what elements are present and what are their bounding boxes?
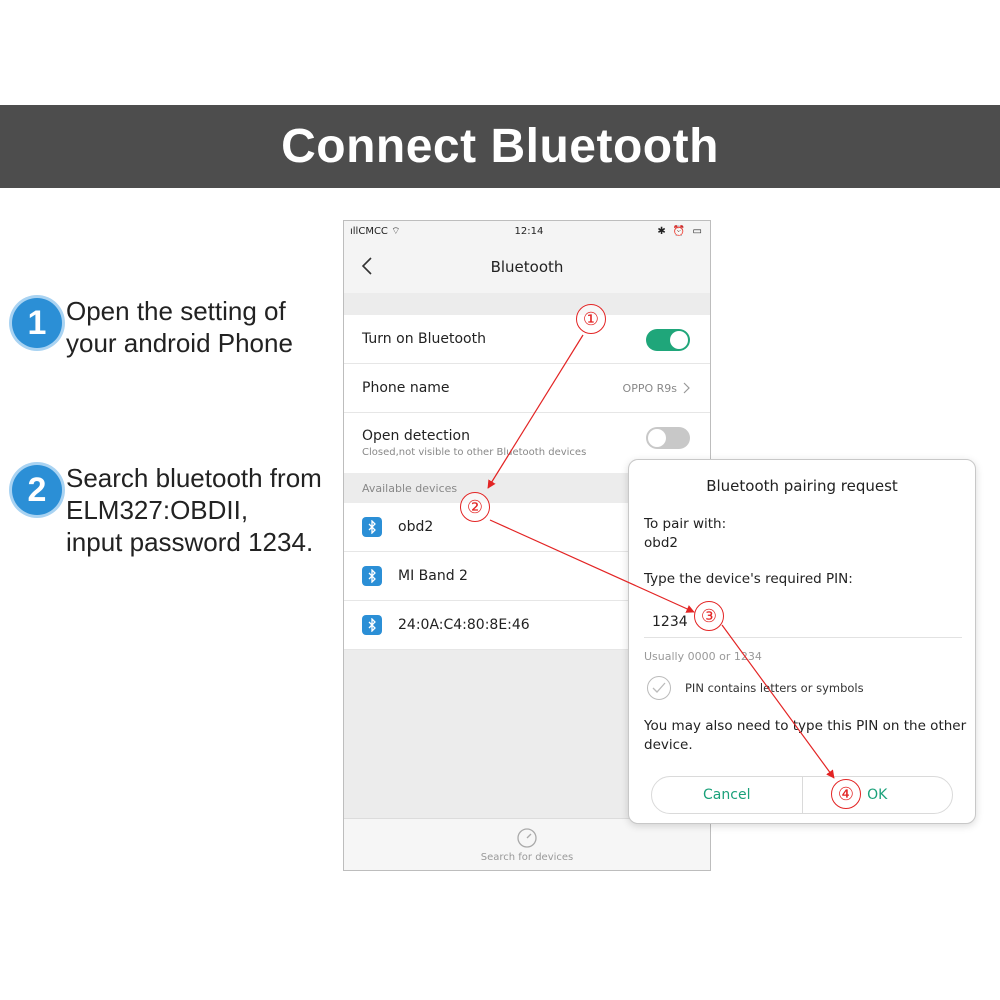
open-detection-toggle[interactable] [646,427,690,449]
turn-on-bluetooth-row: Turn on Bluetooth [344,315,710,364]
bluetooth-toggle[interactable] [646,329,690,351]
turn-on-bluetooth-label: Turn on Bluetooth [362,331,486,347]
pin-hint: Usually 0000 or 1234 [644,650,762,663]
dialog-note: You may also need to type this PIN on th… [644,718,967,753]
phone-name-value: OPPO R9s [623,382,690,395]
step-number-badge: 1 [12,298,62,348]
settings-group: Turn on Bluetooth Phone name OPPO R9s Op… [344,315,710,473]
open-detection-row: Open detection Closed,not visible to oth… [344,413,710,473]
step-number-badge: 2 [12,465,62,515]
to-pair-device: obd2 [644,535,678,551]
clock: 12:14 [514,225,544,237]
signal-icon: ıll [350,225,359,237]
pin-prompt-label: Type the device's required PIN: [644,571,853,587]
chevron-right-icon [683,382,690,394]
step-marker-1: ① [576,304,606,334]
status-bar: ıllCMCC ⌔ 12:14 ✱ ⏰ ▭ [344,221,710,241]
open-detection-label: Open detection [362,428,470,444]
checkbox-label: PIN contains letters or symbols [685,681,864,695]
device-item[interactable]: MI Band 2 [344,552,710,601]
checkmark-icon [647,676,671,700]
search-for-devices-label: Search for devices [480,851,574,863]
device-name: MI Band 2 [398,568,468,584]
device-name: obd2 [398,519,434,535]
step-marker-2: ② [460,492,490,522]
bluetooth-icon [362,615,382,635]
device-name: 24:0A:C4:80:8E:46 [398,617,530,633]
phone-name-label: Phone name [362,380,450,396]
device-item[interactable]: 24:0A:C4:80:8E:46 [344,601,710,650]
nav-bar: Bluetooth [344,241,710,293]
cancel-button[interactable]: Cancel [652,777,803,813]
step-instruction: Search bluetooth from ELM327:OBDII, inpu… [66,463,322,557]
search-devices-icon [517,827,537,848]
pin-letters-checkbox[interactable]: PIN contains letters or symbols [647,676,864,700]
back-arrow-icon[interactable] [358,254,378,278]
step-2: 2 Search bluetooth from ELM327:OBDII, in… [12,462,322,558]
step-instruction: Open the setting of your android Phone [66,296,293,358]
pin-input[interactable]: 1234 [644,606,962,638]
banner: Connect Bluetooth [0,105,1000,188]
search-for-devices-button[interactable]: Search for devices [344,818,710,870]
banner-title: Connect Bluetooth [281,120,719,173]
pairing-dialog: Bluetooth pairing request To pair with: … [628,459,976,824]
status-icons: ✱ ⏰ ▭ [657,225,704,237]
step-1: 1 Open the setting of your android Phone [12,295,293,359]
wifi-icon: ⌔ [391,225,401,237]
bluetooth-icon [362,517,382,537]
dialog-title: Bluetooth pairing request [706,477,898,495]
dialog-button-bar: Cancel OK [651,776,953,814]
ok-button[interactable]: OK [867,787,888,803]
open-detection-subtitle: Closed,not visible to other Bluetooth de… [362,447,587,458]
step-marker-3: ③ [694,601,724,631]
to-pair-label: To pair with: [644,516,727,532]
page-title: Bluetooth [490,258,564,276]
bluetooth-icon [362,566,382,586]
carrier-label: ıllCMCC ⌔ [350,225,401,237]
phone-name-row[interactable]: Phone name OPPO R9s [344,364,710,413]
step-marker-4: ④ [831,779,861,809]
